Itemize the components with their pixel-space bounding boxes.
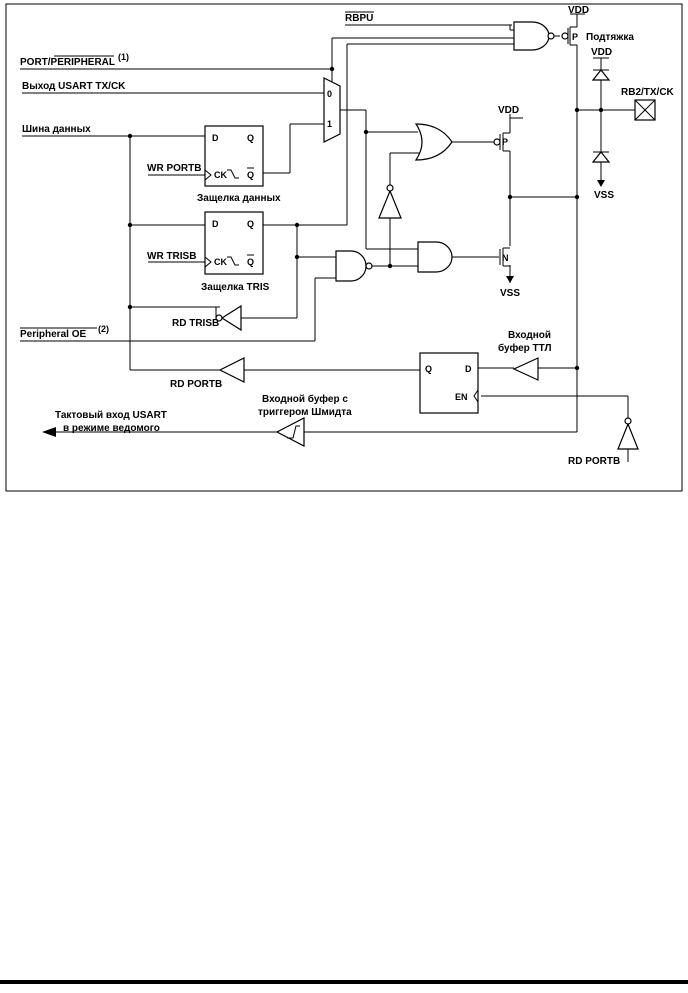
ttl-buffer-label-line1: Входной: [508, 330, 551, 341]
vdd-top-label: VDD: [568, 5, 589, 16]
schmitt-trigger-buffer: [275, 417, 305, 447]
diagram-frame: [5, 3, 683, 492]
data-bus-label: Шина данных: [22, 124, 91, 135]
mux-input-0-label: 0: [327, 89, 332, 99]
input-latch: Q D EN: [419, 352, 479, 414]
data-latch: D Q CK Q: [204, 125, 264, 187]
esd-diodes: [591, 69, 611, 187]
tris-latch-d-label: D: [212, 219, 219, 229]
rd-portb-left-label: RD PORTB: [170, 379, 222, 390]
rd-trisb-label: RD TRISB: [172, 318, 219, 329]
pin-name-label: RB2/TX/CK: [621, 87, 675, 98]
data-latch-qbar-label: Q: [247, 170, 254, 180]
ttl-buffer-label-line2: буфер ТТЛ: [498, 342, 552, 354]
output-pmos-transistor: P: [493, 132, 510, 152]
or-gate: [414, 123, 453, 161]
vdd-diode-label: VDD: [591, 47, 612, 58]
pullup-p-label: P: [572, 32, 578, 42]
tris-latch-ck-label: CK: [214, 257, 227, 267]
tris-oe-nand-gate: [335, 250, 373, 282]
ttl-input-buffer: [512, 357, 539, 381]
usart-clock-label-line1: Тактовый вход USART: [55, 410, 167, 421]
and-gate: [417, 241, 453, 273]
rd-portb-inverter: [617, 417, 639, 450]
usart-clock-arrow: [42, 427, 56, 437]
output-mux: 0 1: [323, 77, 341, 143]
usart-out-label: Выход USART TX/CK: [22, 81, 126, 92]
tris-latch-q-label: Q: [247, 219, 254, 229]
output-pmos-p-label: P: [502, 137, 508, 147]
data-latch-d-label: D: [212, 133, 219, 143]
pullup-pmos-transistor: P: [561, 26, 578, 46]
vss-nmos-label: VSS: [500, 288, 520, 299]
tris-latch: D Q CK Q: [204, 211, 264, 275]
tris-latch-label: Защелка TRIS: [201, 282, 270, 293]
peripheral-oe-label: Peripheral OE: [20, 329, 86, 340]
data-latch-ck-label: CK: [214, 170, 227, 180]
input-latch-q-label: Q: [425, 364, 432, 374]
wr-portb-label: WR PORTB: [147, 163, 201, 174]
page-footer-rule: [0, 980, 688, 984]
tris-inverter: [378, 184, 402, 219]
data-latch-label: Защелка данных: [197, 193, 281, 204]
output-nmos-transistor: N: [494, 247, 514, 283]
pullup-nand-gate: [513, 21, 555, 51]
output-pin-pad: [634, 99, 656, 121]
port-peripheral-label: PORT/PERIPHERAL: [20, 57, 115, 68]
wires: [20, 13, 635, 462]
rd-trisb-buffer: [215, 304, 242, 332]
rd-portb-buffer: [218, 357, 245, 383]
pullup-label: Подтяжка: [586, 32, 634, 43]
input-latch-en-label: EN: [455, 392, 468, 402]
labels: RBPU VDD Подтяжка PORT/PERIPHERAL (1) Вы…: [20, 5, 675, 467]
vdd-pmos-label: VDD: [498, 105, 519, 116]
wr-trisb-label: WR TRISB: [147, 251, 196, 262]
schmitt-label-line2: триггером Шмидта: [258, 407, 352, 418]
junction-dots: [127, 66, 604, 371]
note2-label: (2): [98, 324, 109, 334]
usart-clock-label-line2: в режиме ведомого: [63, 423, 160, 434]
input-latch-d-label: D: [465, 364, 472, 374]
note1-label: (1): [118, 52, 129, 62]
vss-diode-label: VSS: [594, 190, 614, 201]
mux-input-1-label: 1: [327, 119, 332, 129]
rd-portb-right-label: RD PORTB: [568, 456, 620, 467]
schmitt-label-line1: Входной буфер с: [262, 393, 348, 405]
rbpu-label: RBPU: [345, 13, 373, 24]
output-nmos-n-label: N: [502, 253, 509, 263]
data-latch-q-label: Q: [247, 133, 254, 143]
tris-latch-qbar-label: Q: [247, 257, 254, 267]
